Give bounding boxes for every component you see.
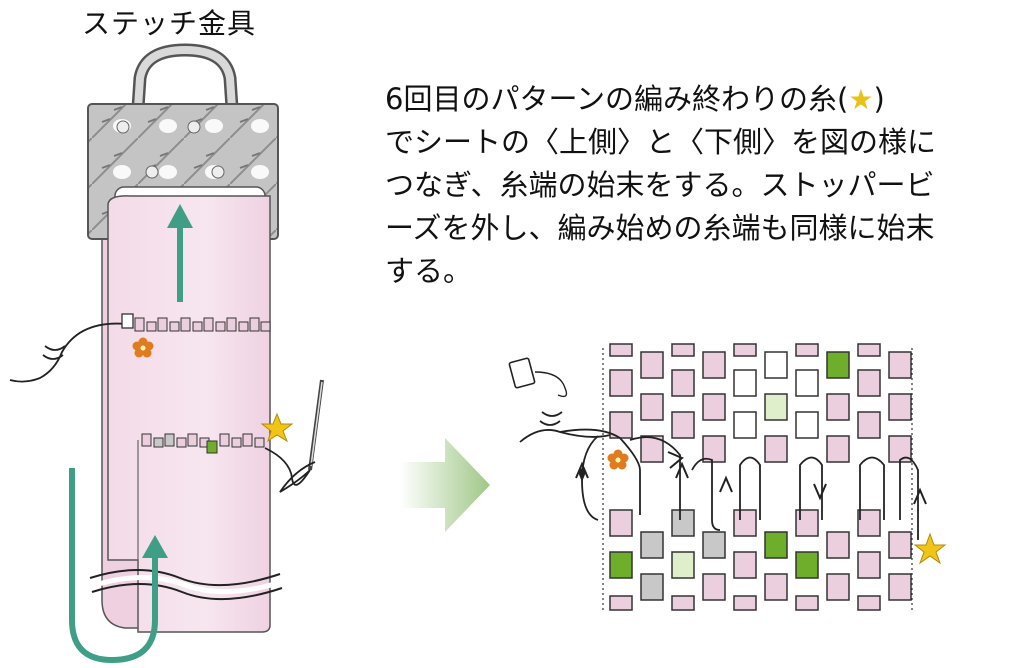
bead-row-bottom (141, 433, 265, 454)
bead-row-top (121, 313, 271, 332)
bead-grid-top (609, 343, 912, 463)
instruction-line-4: ーズを外し、編み始めの糸端も同様に始末 (385, 211, 935, 245)
thread-bottom (264, 447, 316, 493)
clasp-label: ステッチ金具 (82, 7, 257, 40)
instruction-line-1: 6回目のパターンの編み終わりの糸(★) (385, 82, 885, 116)
transition-arrow (400, 438, 490, 532)
thread-top (9, 322, 128, 383)
bead-grid-bottom (609, 509, 912, 611)
flower-marker-right (607, 449, 629, 470)
star-marker (260, 412, 294, 443)
instruction-line-2: でシートの〈上側〉と〈下側〉を図の様に (385, 125, 937, 159)
star-marker-right (913, 532, 947, 565)
break-line (89, 569, 281, 587)
star-icon: ★ (848, 83, 874, 116)
stopper-bead (508, 357, 536, 389)
left-illustration (9, 43, 324, 664)
lacing-thread (559, 428, 919, 540)
u-arrow (69, 468, 158, 664)
right-diagram (508, 343, 947, 611)
instruction-text: 6回目のパターンの編み終わりの糸(★) でシートの〈上側〉と〈下側〉を図の様に … (385, 78, 1010, 293)
instruction-line-3: つなぎ、糸端の始末をする。ストッパービ (385, 168, 935, 202)
instruction-line-5: する。 (385, 254, 473, 288)
flower-marker (132, 337, 154, 358)
sheet-front (107, 195, 271, 633)
